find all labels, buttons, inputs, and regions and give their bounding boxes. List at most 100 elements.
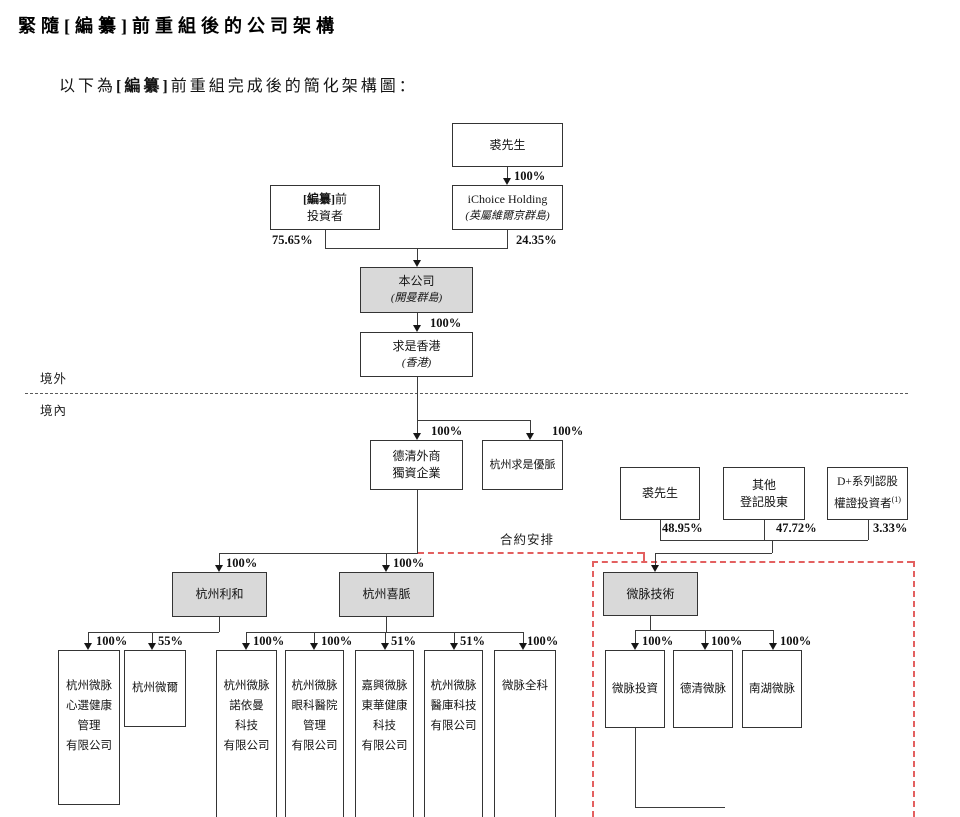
edge-preinvestors-down bbox=[325, 230, 326, 249]
node-weimai-investment: 微脉投資 bbox=[605, 650, 665, 728]
arrowhead-ichoice bbox=[503, 178, 511, 185]
edge-weimai-down bbox=[650, 616, 651, 630]
node-label: 杭州求是優脈 bbox=[489, 458, 556, 471]
page-title: 緊隨[編纂]前重組後的公司架構 bbox=[18, 16, 339, 36]
percentage-label: 3.33% bbox=[873, 521, 908, 535]
edge-shareholders-drop bbox=[772, 540, 773, 553]
percentage-label: 24.35% bbox=[516, 233, 557, 247]
arrowhead-invest bbox=[631, 643, 639, 650]
percentage-label: 100% bbox=[780, 634, 812, 648]
subtitle-prefix: 以下為 bbox=[59, 78, 117, 95]
edge-other-down bbox=[764, 520, 765, 540]
node-label: 登記股東 bbox=[739, 494, 788, 509]
edge-invest-down bbox=[635, 728, 636, 807]
node-hangzhou-weier: 杭州微爾 bbox=[124, 650, 186, 727]
edge-to-weier bbox=[152, 632, 153, 644]
edge-wfoe-down bbox=[417, 490, 418, 553]
offshore-label: 境外 bbox=[40, 372, 68, 386]
arrowhead-yiku bbox=[450, 643, 458, 650]
percentage-label: 100% bbox=[711, 634, 743, 648]
edge-qiu-ichoice bbox=[507, 167, 508, 179]
node-label: 裘先生 bbox=[489, 137, 526, 152]
edge-dplus-down bbox=[868, 520, 869, 540]
percentage-label: 100% bbox=[226, 556, 258, 570]
edge-to-nanhu bbox=[773, 630, 774, 643]
node-label: 有限公司 bbox=[291, 740, 338, 752]
node-label: 德清外商 bbox=[392, 449, 441, 463]
node-label: 獨資企業 bbox=[392, 466, 441, 480]
edge-ximai-bracket bbox=[246, 632, 523, 633]
node-ichoice-holding: iChoice Holding (英屬維爾京群島) bbox=[452, 185, 563, 230]
edge-hk-bracket bbox=[417, 420, 531, 421]
node-hangzhou-lihe: 杭州利和 bbox=[172, 572, 267, 617]
percentage-label: 55% bbox=[158, 634, 183, 648]
node-hangzhou-ximai: 杭州喜脈 bbox=[339, 572, 434, 617]
edge-shareholders-left bbox=[655, 553, 772, 554]
node-label: 有限公司 bbox=[430, 720, 477, 732]
percentage-label: 100% bbox=[321, 634, 353, 648]
arrowhead-company bbox=[413, 260, 421, 267]
edge-to-xinxuan bbox=[88, 632, 89, 644]
contract-dashed-elbow bbox=[643, 552, 645, 561]
percentage-label: 47.72% bbox=[776, 521, 817, 535]
node-label: 微脉全科 bbox=[502, 680, 548, 692]
vie-boundary-left bbox=[592, 561, 594, 817]
edge-top-bracket bbox=[325, 248, 508, 249]
node-label: 杭州微脉 bbox=[223, 680, 270, 692]
node-nanhu-weimai: 南湖微脉 bbox=[742, 650, 802, 728]
node-label: 杭州微脉 bbox=[430, 680, 477, 692]
arrowhead-lihe bbox=[215, 565, 223, 572]
onshore-label: 境內 bbox=[40, 404, 68, 418]
edge-to-company bbox=[417, 248, 418, 261]
node-xinxuan-health: 杭州微脉 心選健康 管理 有限公司 bbox=[58, 650, 120, 805]
node-mr-qiu-top: 裘先生 bbox=[452, 123, 563, 167]
edge-to-deqing-weimai bbox=[705, 630, 706, 643]
node-deqing-wfoe: 德清外商 獨資企業 bbox=[370, 440, 463, 490]
node-label: 投資者 bbox=[306, 208, 343, 223]
arrowhead-nanhu bbox=[769, 643, 777, 650]
node-label-rest: 前 bbox=[334, 191, 347, 206]
node-label: 杭州微脉 bbox=[291, 680, 338, 692]
node-label: 東華健康 bbox=[361, 700, 408, 712]
edge-to-donghua bbox=[385, 632, 386, 644]
percentage-label: 75.65% bbox=[272, 233, 313, 247]
edge-to-weimai-tech bbox=[655, 553, 656, 566]
node-label: 求是香港 bbox=[392, 338, 441, 353]
node-deqing-weimai: 德清微脉 bbox=[673, 650, 733, 728]
node-label: 德清微脉 bbox=[680, 682, 726, 695]
edge-ichoice-down bbox=[507, 230, 508, 249]
percentage-label: 100% bbox=[642, 634, 674, 648]
percentage-label: 100% bbox=[430, 316, 462, 330]
node-label: 有限公司 bbox=[361, 740, 408, 752]
arrowhead-youmai bbox=[526, 433, 534, 440]
node-label: 諾依曼 bbox=[229, 700, 264, 712]
arrowhead-ximai bbox=[382, 565, 390, 572]
edge-to-yiku bbox=[454, 632, 455, 644]
arrowhead-wfoe bbox=[413, 433, 421, 440]
node-yiku-tech: 杭州微脉 醫庫科技 有限公司 bbox=[424, 650, 483, 817]
edge-to-invest bbox=[635, 630, 636, 643]
arrowhead-quanke bbox=[519, 643, 527, 650]
edge-qiu2-down bbox=[660, 520, 661, 540]
arrowhead-yanke bbox=[310, 643, 318, 650]
node-weimai-technology: 微脉技術 bbox=[603, 572, 698, 616]
node-hangzhou-qiushi-youmai: 杭州求是優脈 bbox=[482, 440, 563, 490]
edge-wfoe-bracket bbox=[219, 553, 418, 554]
subtitle-redacted: [編纂] bbox=[116, 78, 171, 95]
node-eye-hospital-mgmt: 杭州微脉 眼科醫院 管理 有限公司 bbox=[285, 650, 344, 817]
edge-to-wfoe bbox=[417, 420, 418, 434]
node-label: 嘉興微脉 bbox=[361, 680, 408, 692]
percentage-label: 100% bbox=[96, 634, 128, 648]
node-label: 本公司 bbox=[398, 274, 435, 288]
contract-dashed-line bbox=[418, 552, 643, 554]
node-jurisdiction: (開曼群島) bbox=[390, 292, 443, 304]
node-label: 心選健康 bbox=[66, 700, 112, 712]
node-label: 管理 bbox=[77, 720, 101, 732]
arrowhead-xinxuan bbox=[84, 643, 92, 650]
vie-boundary-top bbox=[592, 561, 913, 563]
subtitle-suffix: 前重組完成後的簡化架構圖： bbox=[170, 78, 418, 95]
arrowhead-nuoyiman bbox=[242, 643, 250, 650]
node-label: 科技 bbox=[235, 720, 258, 732]
node-label: 醫庫科技 bbox=[430, 700, 477, 712]
edge-hk-down bbox=[417, 377, 418, 420]
